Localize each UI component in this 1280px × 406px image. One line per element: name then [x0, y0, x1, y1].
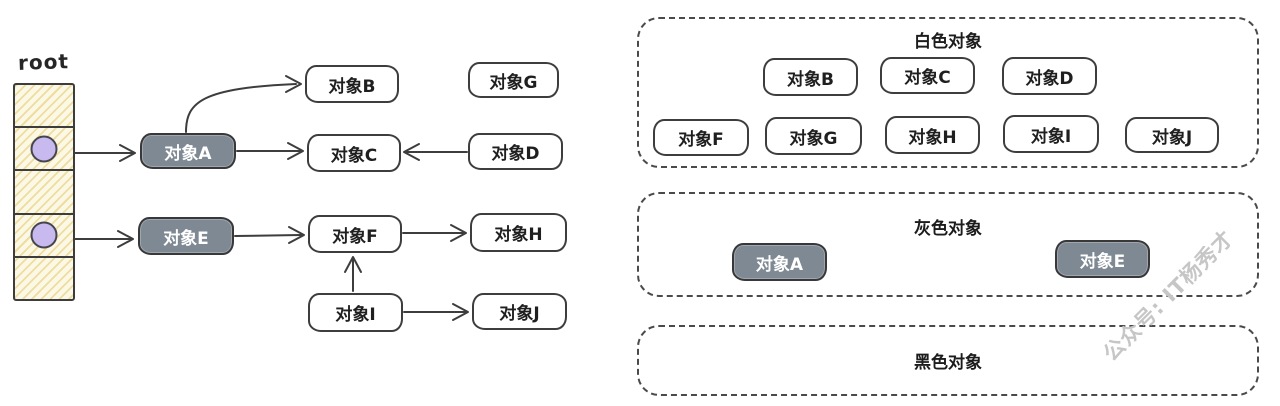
edge-D-to-C	[403, 143, 468, 161]
white-panel-node-H: 对象H	[885, 116, 980, 154]
root-pointer-stack	[13, 83, 75, 301]
graph-node-H: 对象H	[470, 213, 567, 252]
graph-node-C: 对象C	[307, 134, 401, 172]
gray-objects-panel: 灰色对象 对象A 对象E	[637, 192, 1259, 297]
graph-node-G: 对象G	[468, 62, 559, 98]
black-panel-title: 黑色对象	[914, 353, 982, 373]
edge-root-to-E	[74, 230, 134, 248]
pointer-dot-icon	[30, 135, 58, 163]
edge-A-to-C	[236, 142, 304, 160]
graph-node-I: 对象I	[308, 293, 403, 332]
black-objects-panel: 黑色对象	[637, 325, 1259, 396]
edge-I-to-F	[344, 256, 362, 292]
white-panel-node-C: 对象C	[880, 57, 975, 94]
graph-node-D: 对象D	[468, 133, 563, 170]
gray-panel-node-E: 对象E	[1055, 240, 1150, 278]
graph-node-A: 对象A	[140, 133, 236, 169]
root-label: root	[17, 49, 70, 75]
gray-panel-node-A: 对象A	[732, 243, 827, 281]
gray-panel-title: 灰色对象	[914, 219, 982, 239]
white-panel-node-F: 对象F	[653, 119, 749, 156]
white-panel-node-G: 对象G	[765, 117, 862, 155]
white-panel-title: 白色对象	[914, 32, 982, 52]
white-panel-node-I: 对象I	[1003, 115, 1099, 153]
white-panel-node-D: 对象D	[1002, 57, 1097, 95]
graph-node-E: 对象E	[138, 217, 234, 255]
graph-node-J: 对象J	[472, 293, 567, 330]
edge-A-to-B	[185, 75, 302, 133]
root-slot-5	[15, 255, 73, 299]
root-slot-2	[15, 126, 73, 169]
white-panel-node-J: 对象J	[1125, 117, 1219, 153]
pointer-dot-icon	[30, 221, 58, 249]
edge-F-to-H	[402, 224, 467, 242]
edge-E-to-F	[234, 226, 305, 244]
white-objects-panel: 白色对象 对象B 对象C 对象D 对象F 对象G 对象H 对象I 对象J	[637, 17, 1259, 168]
edge-I-to-J	[403, 303, 469, 321]
edge-root-to-A	[74, 144, 136, 162]
graph-node-F: 对象F	[308, 215, 402, 253]
root-slot-1	[15, 85, 73, 126]
graph-node-B: 对象B	[305, 65, 399, 103]
root-slot-4	[15, 212, 73, 256]
white-panel-node-B: 对象B	[763, 58, 858, 96]
root-slot-3	[15, 169, 73, 212]
